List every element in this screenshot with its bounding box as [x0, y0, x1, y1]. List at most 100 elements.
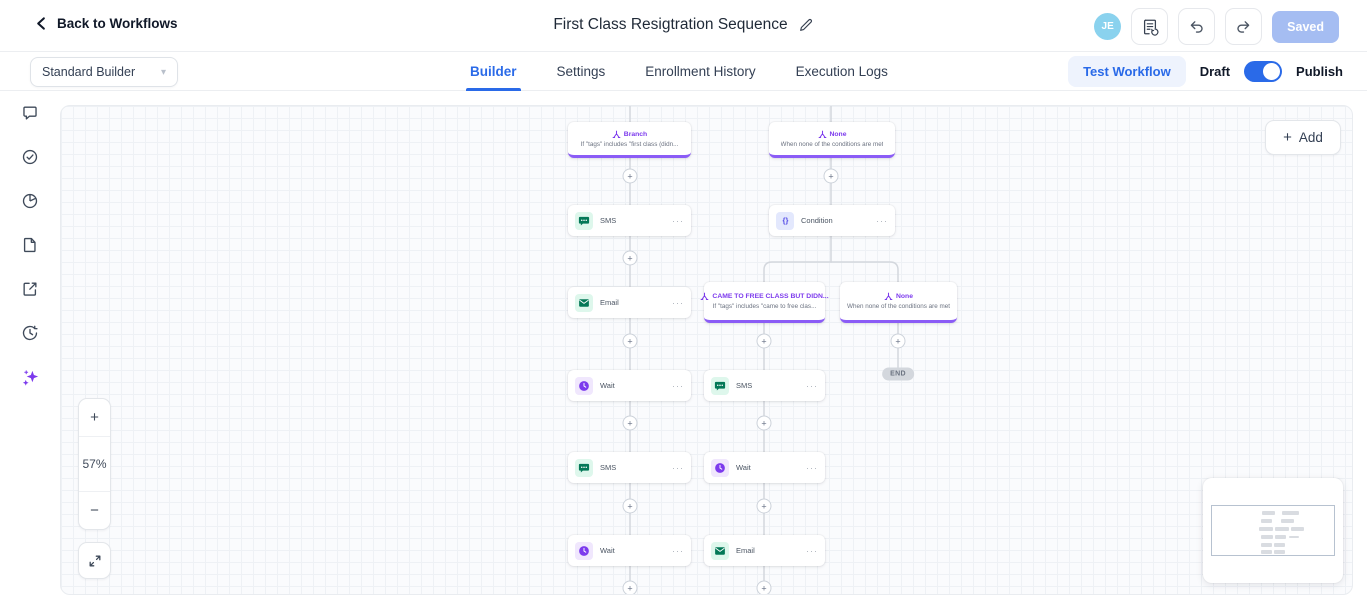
- email-icon: [575, 293, 593, 312]
- redo-button[interactable]: [1225, 8, 1263, 45]
- stats-button[interactable]: [0, 179, 60, 223]
- tab-execution-logs[interactable]: Execution Logs: [795, 64, 888, 79]
- wait-icon: [711, 458, 729, 477]
- branch-title: Branch: [623, 130, 648, 138]
- branch-subtitle: If "tags" includes "first class (didn...: [580, 140, 679, 148]
- add-step-button[interactable]: [622, 333, 638, 349]
- documents-button[interactable]: [0, 223, 60, 267]
- minimap[interactable]: [1203, 478, 1343, 583]
- builder-type-select[interactable]: Standard Builder ▾: [30, 57, 178, 87]
- node-menu-button[interactable]: [806, 381, 818, 391]
- add-step-button[interactable]: [622, 498, 638, 514]
- document-icon: [23, 237, 36, 253]
- saved-button[interactable]: Saved: [1272, 10, 1339, 43]
- publish-label: Publish: [1296, 64, 1343, 79]
- builder-tabs: Builder Settings Enrollment History Exec…: [466, 52, 888, 91]
- tasks-button[interactable]: [0, 135, 60, 179]
- workflow-node-sms[interactable]: SMS: [568, 205, 691, 236]
- branch-icon: [612, 130, 621, 138]
- minimap-node: [1259, 527, 1273, 531]
- minimap-node: [1275, 527, 1289, 531]
- history-button[interactable]: [0, 311, 60, 355]
- add-step-button[interactable]: [622, 250, 638, 266]
- workflow-node-sms[interactable]: SMS: [568, 452, 691, 483]
- zoom-controls: + 57% −: [78, 398, 111, 530]
- avatar[interactable]: JE: [1094, 13, 1122, 40]
- zoom-out-button[interactable]: −: [79, 492, 110, 529]
- add-step-button[interactable]: [756, 580, 772, 594]
- workflow-node-none-branch[interactable]: None When none of the conditions are met: [769, 122, 895, 158]
- fit-view-button[interactable]: [78, 542, 111, 579]
- node-menu-button[interactable]: [672, 463, 684, 473]
- wait-icon: [575, 541, 593, 560]
- node-label: Email: [600, 298, 619, 307]
- workflow-node-condition[interactable]: Condition: [769, 205, 895, 236]
- zoom-in-button[interactable]: +: [79, 399, 110, 436]
- add-step-button[interactable]: [756, 415, 772, 431]
- minimap-node: [1262, 511, 1275, 515]
- tab-settings[interactable]: Settings: [556, 64, 606, 79]
- history-clock-icon: [22, 325, 38, 341]
- branch-title: CAME TO FREE CLASS BUT DIDN...: [712, 293, 829, 300]
- workflow-node-email[interactable]: Email: [568, 287, 691, 318]
- minimap-viewport[interactable]: [1211, 505, 1335, 556]
- node-menu-button[interactable]: [806, 546, 818, 556]
- builder-select-value: Standard Builder: [42, 65, 136, 79]
- add-label: Add: [1298, 130, 1323, 145]
- fullscreen-icon: [89, 555, 100, 566]
- redo-icon: [1237, 21, 1250, 33]
- add-step-button[interactable]: [823, 168, 839, 184]
- chevron-left-icon: [37, 17, 45, 30]
- node-label: SMS: [736, 381, 753, 390]
- undo-button[interactable]: [1178, 8, 1216, 45]
- zoom-level: 57%: [79, 436, 110, 492]
- minimap-node: [1261, 550, 1272, 554]
- minimap-node: [1282, 511, 1299, 515]
- workflow-node-none-branch[interactable]: None When none of the conditions are met: [840, 282, 957, 323]
- add-step-button[interactable]: [756, 498, 772, 514]
- node-menu-button[interactable]: [672, 298, 684, 308]
- node-menu-button[interactable]: [806, 463, 818, 473]
- test-workflow-button[interactable]: Test Workflow: [1068, 56, 1186, 87]
- minimap-node: [1274, 550, 1285, 554]
- branch-subtitle: When none of the conditions are met: [847, 303, 950, 310]
- external-link-button[interactable]: [0, 267, 60, 311]
- workflow-node-email[interactable]: Email: [704, 535, 825, 566]
- plus-icon: +: [1283, 129, 1292, 146]
- enrollment-report-button[interactable]: [1131, 8, 1169, 45]
- node-menu-button[interactable]: [672, 546, 684, 556]
- workflow-node-branch[interactable]: Branch If "tags" includes "first class (…: [568, 122, 691, 158]
- tab-enrollment-history[interactable]: Enrollment History: [645, 64, 756, 79]
- edit-pencil-icon[interactable]: [798, 17, 814, 33]
- minimap-node: [1261, 543, 1272, 547]
- add-step-button[interactable]: [622, 168, 638, 184]
- minimap-node: [1261, 519, 1272, 523]
- comments-icon: [23, 106, 37, 120]
- toggle-knob: [1263, 63, 1281, 80]
- workflow-node-wait[interactable]: Wait: [704, 452, 825, 483]
- node-label: Wait: [736, 463, 751, 472]
- minimap-node: [1281, 519, 1294, 523]
- workflow-node-wait[interactable]: Wait: [568, 370, 691, 401]
- check-circle-icon: [22, 149, 38, 165]
- node-menu-button[interactable]: [876, 216, 888, 226]
- workflow-canvas[interactable]: Branch If "tags" includes "first class (…: [60, 105, 1353, 595]
- ai-assistant-button[interactable]: [0, 355, 60, 399]
- add-step-button[interactable]: [890, 333, 906, 349]
- add-step-button[interactable]: [622, 580, 638, 594]
- publish-toggle[interactable]: [1244, 61, 1283, 82]
- node-menu-button[interactable]: [672, 381, 684, 391]
- add-step-button[interactable]: [756, 333, 772, 349]
- add-node-button[interactable]: + Add: [1265, 120, 1341, 155]
- workflow-node-wait[interactable]: Wait: [568, 535, 691, 566]
- document-history-icon: [1143, 19, 1159, 36]
- workflow-node-sms[interactable]: SMS: [704, 370, 825, 401]
- sms-icon: [575, 211, 593, 230]
- comments-button[interactable]: [0, 91, 60, 135]
- workflow-node-came-to-free-class-branch[interactable]: CAME TO FREE CLASS BUT DIDN... If "tags"…: [701, 282, 829, 323]
- tab-builder[interactable]: Builder: [466, 52, 520, 91]
- node-menu-button[interactable]: [672, 216, 684, 226]
- back-to-workflows-link[interactable]: Back to Workflows: [34, 16, 178, 31]
- undo-icon: [1190, 21, 1203, 33]
- add-step-button[interactable]: [622, 415, 638, 431]
